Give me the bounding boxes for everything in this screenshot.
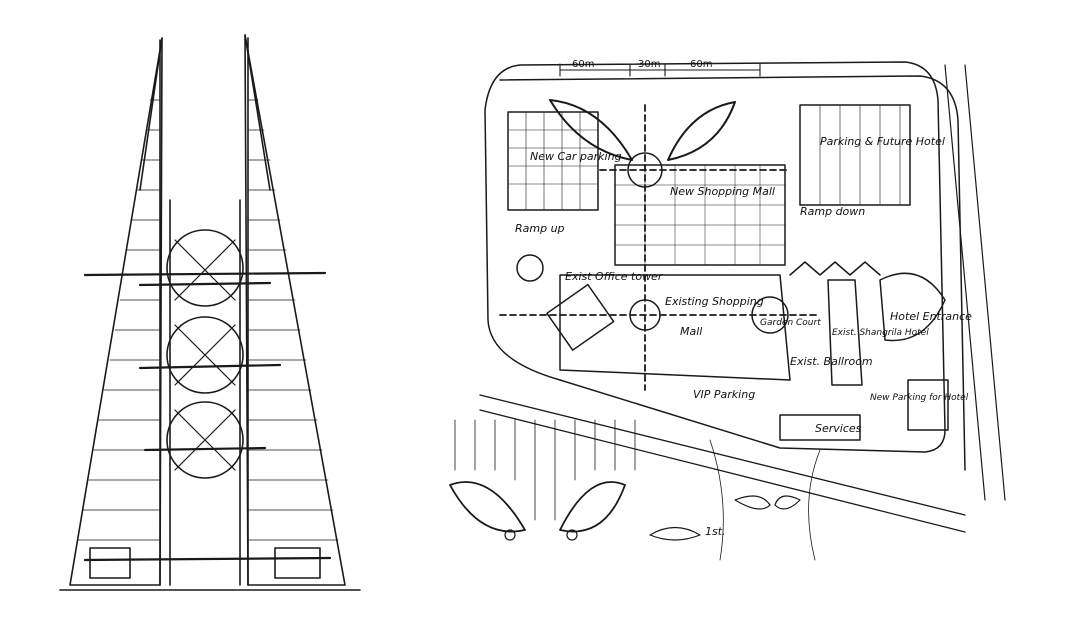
- wind-diagram: [449, 419, 821, 561]
- wind-arrows: [454, 419, 636, 521]
- node-central: [629, 299, 661, 331]
- label-exist-ballroom: Exist. Ballroom: [790, 355, 873, 368]
- office-tower: [546, 283, 615, 351]
- existing-mall: [559, 274, 791, 381]
- label-vip-parking: VIP Parking: [693, 388, 755, 401]
- hotel-entrance-shape: [879, 272, 946, 342]
- site-boundary: [484, 61, 946, 453]
- garden-court-node: [751, 296, 789, 334]
- dim-label-3: 60m: [690, 59, 712, 70]
- label-ramp-up: Ramp up: [515, 222, 565, 235]
- shangrila-hotel: [827, 279, 863, 386]
- turbine-bottom: [166, 401, 244, 479]
- new-mall-block: [614, 164, 786, 266]
- label-exist-office-tower: Exist Office tower: [565, 270, 664, 283]
- floor-bands: [83, 271, 332, 562]
- small-wind-leaves: [734, 495, 801, 510]
- label-new-shopping-mall: New Shopping Mall: [670, 185, 775, 198]
- label-ramp-down: Ramp down: [800, 205, 865, 218]
- tower-spines: [159, 37, 249, 586]
- label-new-car-parking: New Car parking: [530, 150, 622, 163]
- label-services: Services: [815, 422, 862, 435]
- plan-labels: 60m 30m 60m New Car parking New Shopping…: [515, 59, 972, 538]
- services-block: [779, 414, 861, 441]
- wind-arrow-sketch: [649, 526, 701, 541]
- turbine-top: [166, 229, 244, 307]
- wind-leaves: [449, 481, 626, 533]
- turbine-middle: [166, 316, 244, 394]
- main-road: [479, 394, 966, 533]
- node-west: [516, 254, 544, 282]
- tower-elevation: [59, 34, 361, 591]
- wing-hatching: [77, 99, 339, 541]
- label-shangrila-hotel: Exist. Shangrila Hotel: [832, 328, 929, 338]
- left-wing: [69, 37, 163, 586]
- site-plan: [479, 61, 1006, 533]
- label-existing-shopping: Existing Shopping: [665, 295, 764, 308]
- leaf-tower-right: [667, 101, 736, 161]
- minus-marker-left: [504, 529, 516, 541]
- dimension-line: [559, 63, 761, 77]
- node-north: [627, 152, 663, 188]
- label-parking-future-hotel: Parking & Future Hotel: [820, 135, 945, 148]
- label-hotel-entrance: Hotel Entrance: [890, 310, 972, 323]
- tower-base: [59, 547, 361, 591]
- car-parking-block: [507, 111, 599, 211]
- dim-label-2: 30m: [638, 59, 660, 70]
- label-wind-mark: 1st.: [705, 525, 726, 538]
- future-hotel-stripes: [819, 104, 901, 206]
- label-new-parking-hotel: New Parking for Hotel: [870, 393, 969, 403]
- spire-lines: [139, 34, 271, 191]
- dim-label-1: 60m: [572, 59, 594, 70]
- car-parking-grid: [507, 111, 599, 211]
- side-road: [944, 64, 1006, 501]
- right-wing: [244, 34, 346, 586]
- minus-marker-right: [566, 529, 578, 541]
- label-existing-mall: Mall: [680, 325, 702, 338]
- new-mall-hatch: [614, 164, 786, 266]
- zigzag-edge: [789, 261, 881, 276]
- small-wind-lines: [709, 439, 821, 561]
- new-parking-hotel-box: [907, 379, 949, 431]
- turbine-blades: [174, 239, 236, 471]
- future-hotel-parking: [799, 104, 911, 206]
- label-garden-court: Garden Court: [760, 318, 821, 328]
